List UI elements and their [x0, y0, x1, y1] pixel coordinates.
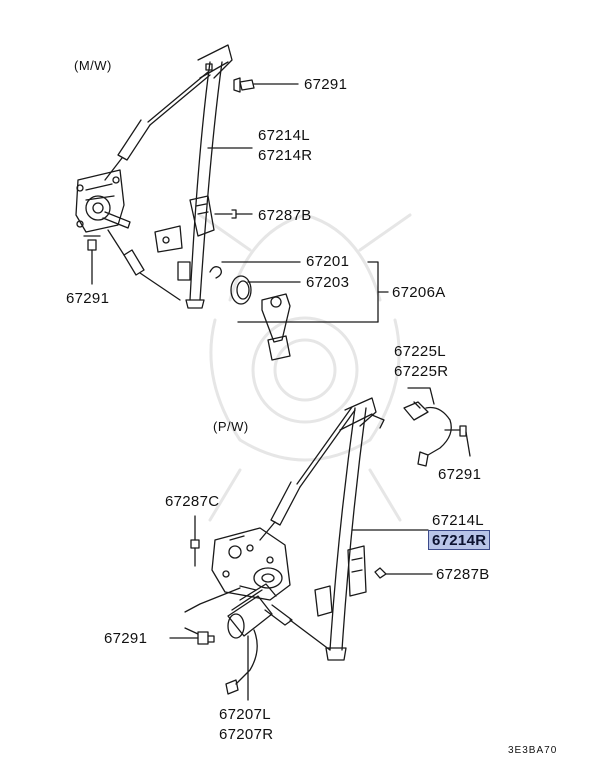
section-label-power: (P/W): [213, 419, 249, 434]
part-label-67214R-top[interactable]: 67214R: [258, 147, 313, 164]
part-label-67207L[interactable]: 67207L: [219, 706, 271, 723]
window-handle-kit: [209, 261, 389, 361]
part-label-67214L-bottom[interactable]: 67214L: [432, 512, 484, 529]
section-label-manual: (M/W): [74, 58, 112, 73]
part-label-67225R[interactable]: 67225R: [394, 363, 449, 380]
diagram-code: 3E3BA70: [508, 745, 558, 756]
part-label-67291-right[interactable]: 67291: [438, 466, 482, 483]
part-label-67214R-bottom-highlighted[interactable]: 67214R: [428, 530, 491, 550]
part-label-67287C[interactable]: 67287C: [165, 493, 220, 510]
part-label-67291-bottom[interactable]: 67291: [104, 630, 148, 647]
watermark-emblem: [198, 213, 412, 522]
part-label-67287B-top[interactable]: 67287B: [258, 207, 312, 224]
part-label-67291-top[interactable]: 67291: [304, 76, 348, 93]
part-label-67225L[interactable]: 67225L: [394, 343, 446, 360]
part-label-67206A[interactable]: 67206A: [392, 284, 446, 301]
part-label-67287B-bottom[interactable]: 67287B: [436, 566, 490, 583]
switch-harness: [403, 387, 471, 467]
manual-window-regulator: [75, 44, 299, 309]
power-window-regulator: [169, 397, 433, 701]
part-label-67207R[interactable]: 67207R: [219, 726, 274, 743]
part-label-67201[interactable]: 67201: [306, 253, 350, 270]
part-label-67291-left[interactable]: 67291: [66, 290, 110, 307]
part-label-67214L-top[interactable]: 67214L: [258, 127, 310, 144]
part-label-67203[interactable]: 67203: [306, 274, 350, 291]
